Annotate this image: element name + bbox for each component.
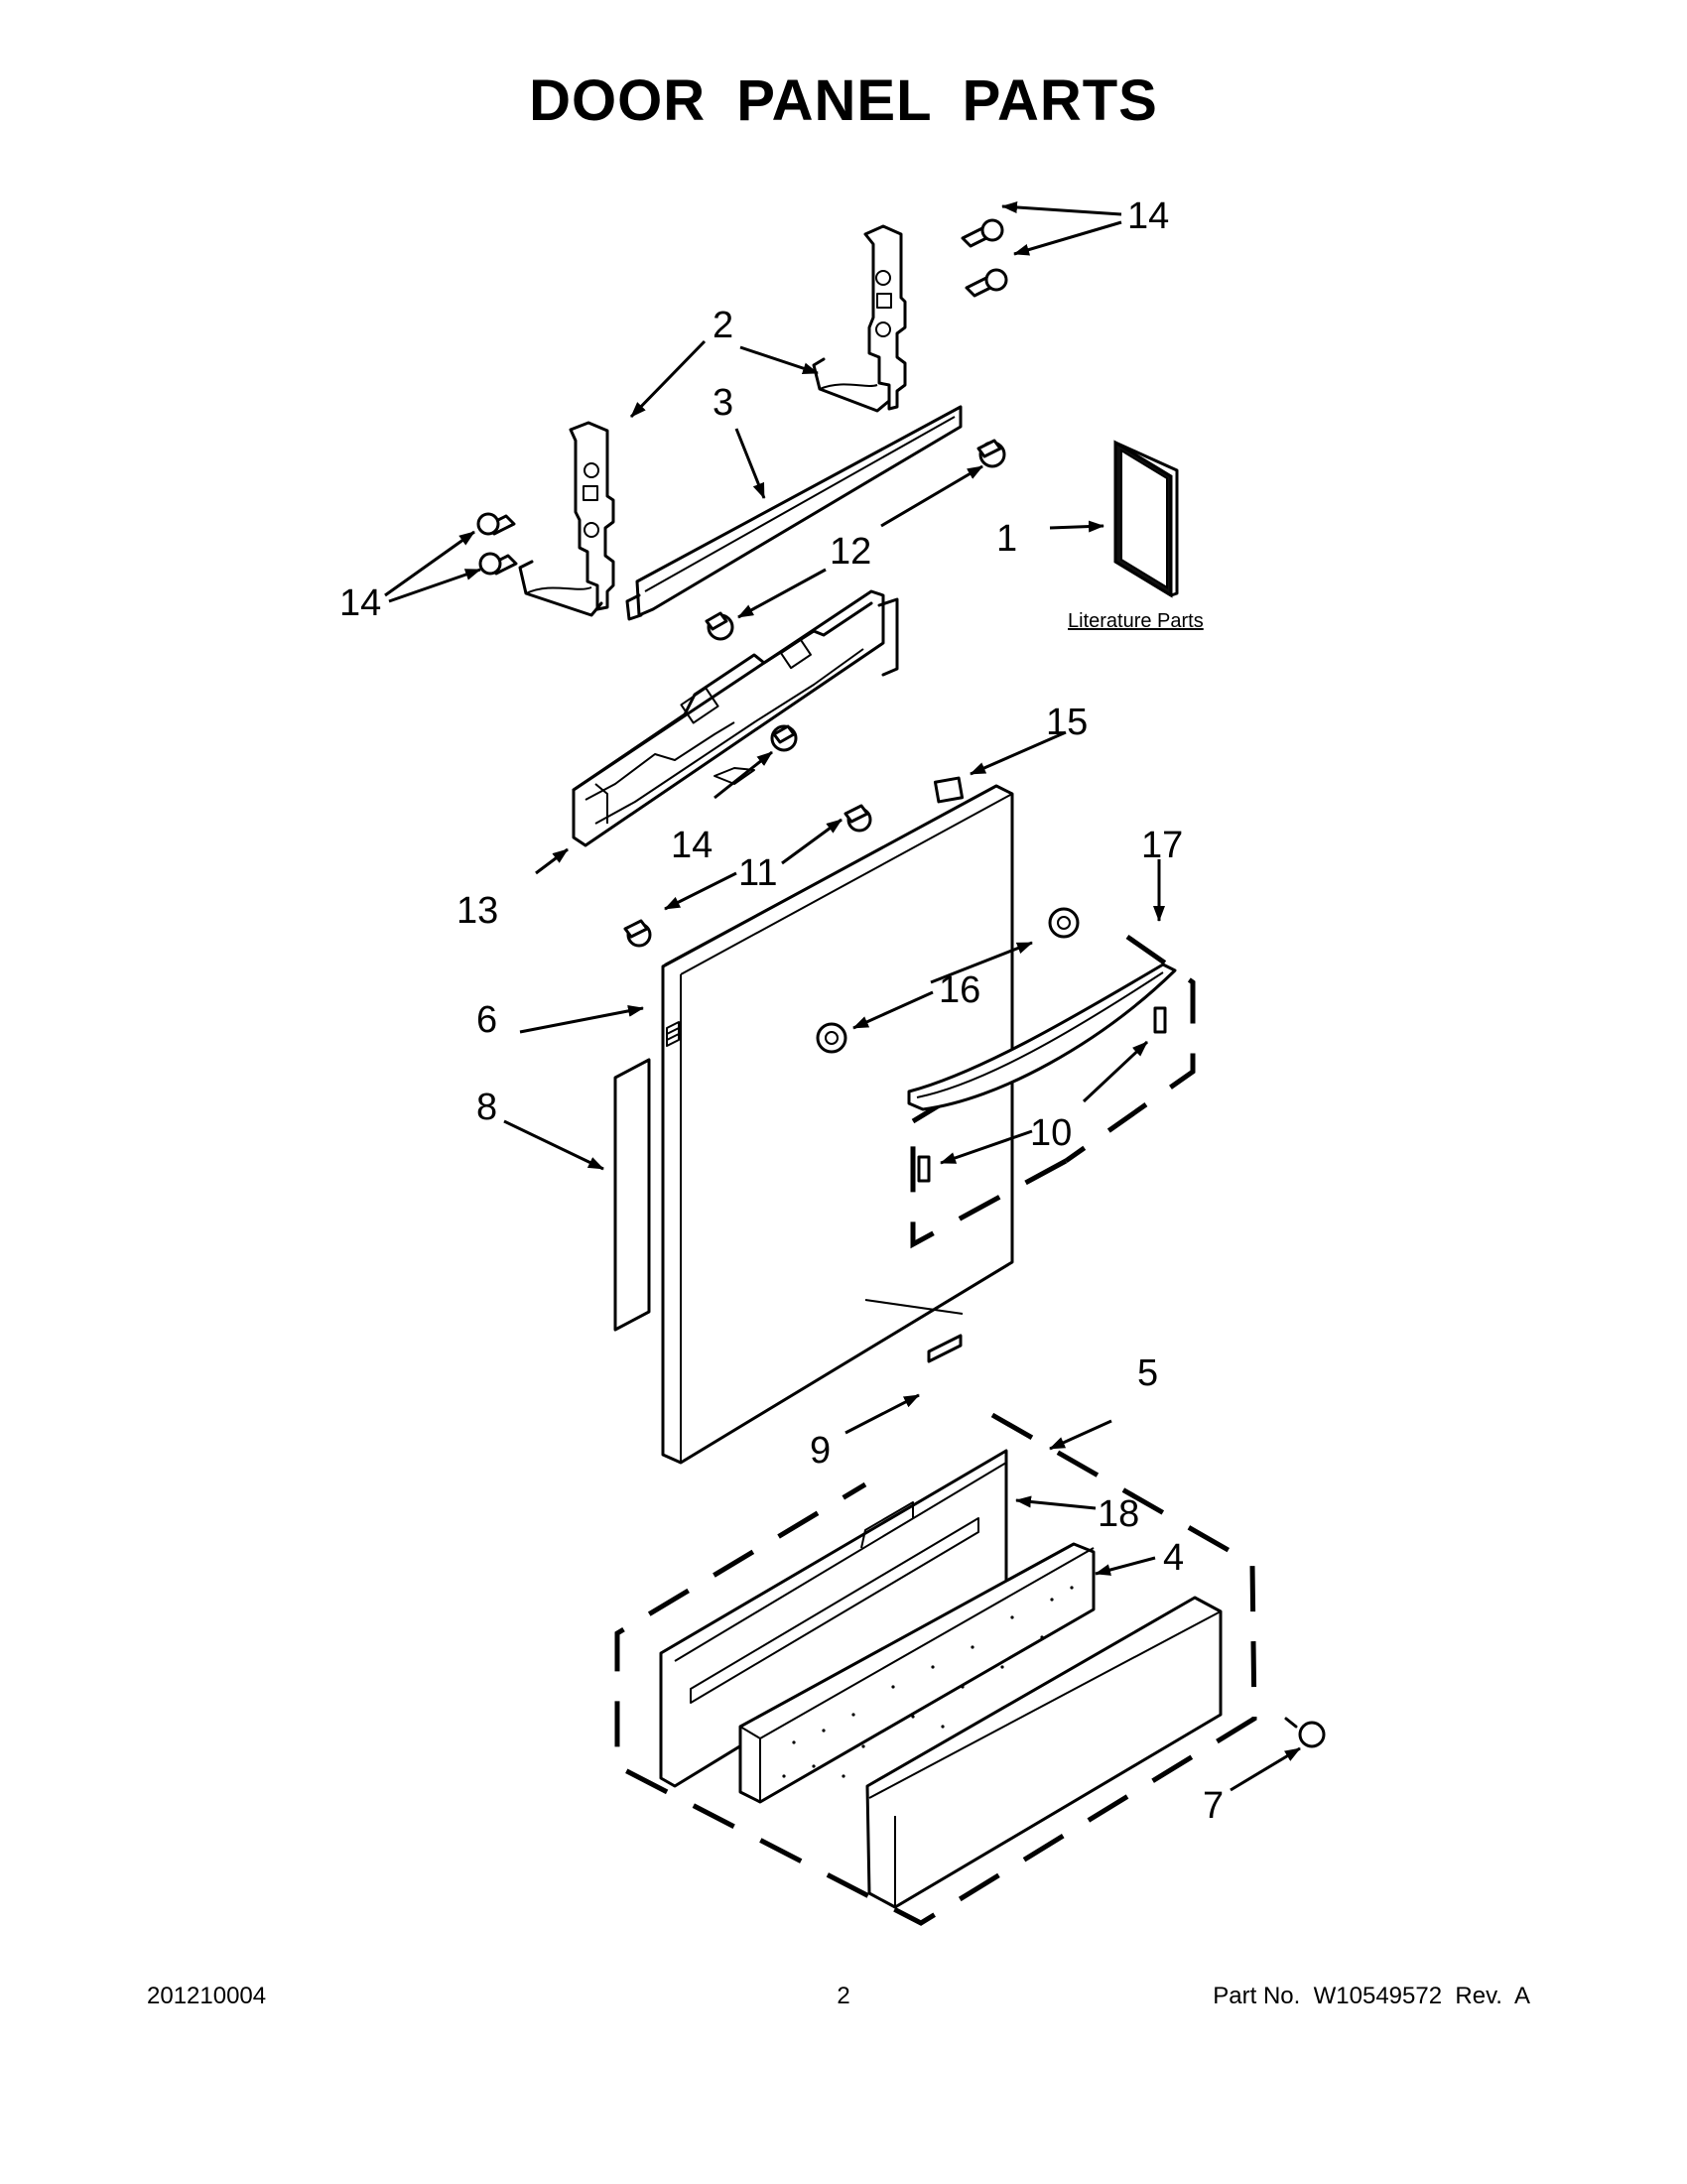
- lower-panel-kit: [614, 1412, 1326, 1926]
- callout-12: 12: [830, 531, 871, 573]
- callout-5: 5: [1137, 1352, 1158, 1394]
- callout-13: 13: [456, 890, 498, 932]
- callout-17: 17: [1141, 825, 1183, 866]
- screw-12-bottom: [705, 611, 734, 641]
- leader-lines: [384, 201, 1301, 1792]
- callout-15: 15: [1046, 702, 1088, 743]
- screw-11-left: [623, 919, 652, 948]
- footer-part-number: Part No. W10549572 Rev. A: [1213, 1983, 1530, 2009]
- screw-14-top-a: [961, 218, 1004, 248]
- footer-page-number: 2: [837, 1983, 850, 2009]
- top-strip: [625, 405, 963, 621]
- callout-7: 7: [1203, 1785, 1224, 1827]
- insulation-texture: [782, 1586, 1074, 1778]
- callout-6: 6: [476, 999, 497, 1041]
- callout-11: 11: [738, 852, 777, 894]
- callout-18: 18: [1098, 1493, 1139, 1535]
- callout-16: 16: [939, 969, 980, 1011]
- screw-12-top: [976, 439, 1006, 468]
- footer-doc-number: 201210004: [147, 1983, 267, 2009]
- screw-14-left-a: [476, 512, 516, 536]
- callout-14-upper: 14: [1127, 195, 1169, 237]
- clip-15: [933, 776, 965, 804]
- screw-14-left-b: [478, 552, 518, 576]
- callout-14-left: 14: [339, 582, 381, 624]
- callout-4: 4: [1163, 1537, 1184, 1579]
- handle-group: [816, 907, 1196, 1249]
- callout-2: 2: [713, 305, 733, 346]
- panel-insert: [613, 1058, 651, 1332]
- callout-10: 10: [1030, 1112, 1072, 1154]
- door-panel: [661, 784, 1014, 1465]
- screw-11-top: [844, 804, 872, 833]
- hinge-bracket-left: [518, 421, 615, 617]
- callout-labels: 1 2 3 4 5 6 7 8 9 10 11 12 13 14 14 14 1…: [339, 195, 1224, 1827]
- screws: [476, 218, 1008, 948]
- callout-14-control: 14: [671, 825, 713, 866]
- literature-booklet: [1113, 440, 1179, 598]
- hinge-bracket-right: [812, 224, 907, 413]
- literature-caption: Literature Parts: [1068, 610, 1204, 632]
- page-title: DOOR PANEL PARTS: [529, 68, 1158, 133]
- control-assembly: [572, 589, 899, 847]
- callout-1: 1: [996, 518, 1017, 560]
- callout-9: 9: [810, 1430, 831, 1472]
- callout-3: 3: [713, 382, 733, 424]
- screw-14-top-b: [965, 268, 1008, 298]
- callout-8: 8: [476, 1087, 497, 1128]
- screw-14-control: [770, 724, 798, 752]
